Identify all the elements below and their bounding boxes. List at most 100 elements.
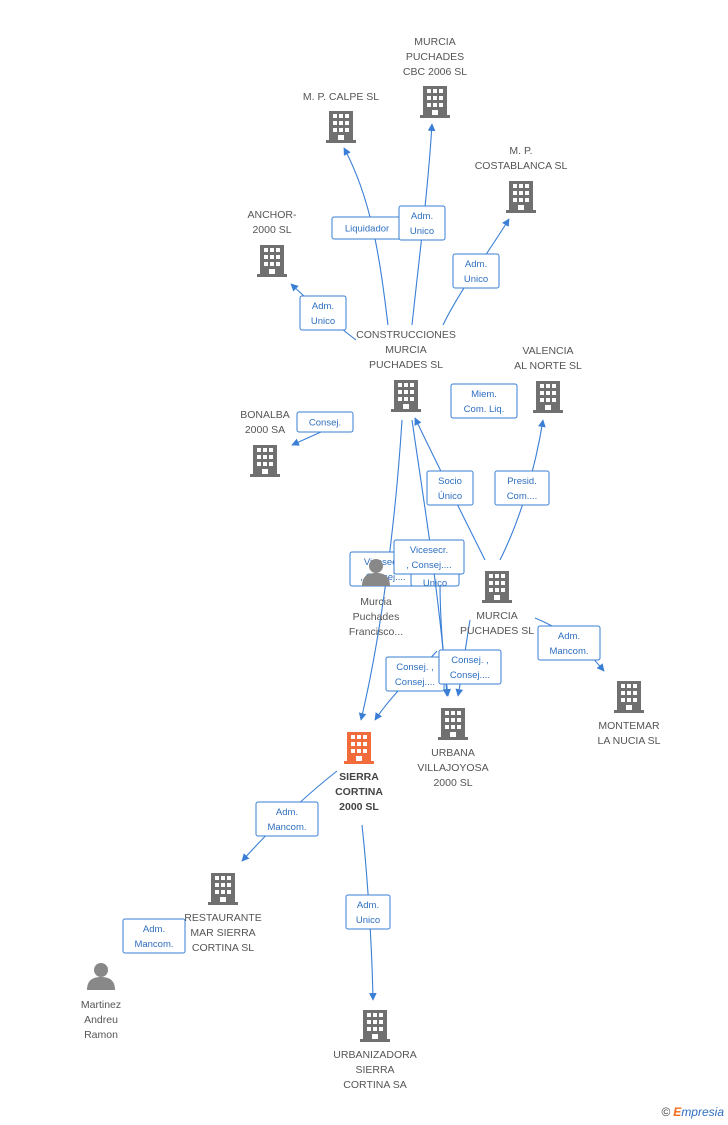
edge-label-box: [450, 383, 518, 419]
node-label: MURCIA: [476, 610, 517, 622]
edge-label-text: Com....: [507, 491, 538, 502]
edge-label-text: Liquidador: [345, 224, 389, 235]
edge-e16: Adm. Mancom.: [122, 918, 186, 954]
edge-label-text: Mancom.: [267, 822, 306, 833]
edge-e8: Presid.Com....: [494, 419, 550, 561]
node-mp-calpe[interactable]: M. P. CALPE SL: [303, 91, 379, 143]
edge-e3: Adm.Unico: [442, 218, 510, 326]
building-icon: [506, 181, 536, 213]
edge-label-box: [299, 295, 347, 331]
node-label: Francisco...: [349, 626, 403, 638]
edge-label-text: Consej....: [450, 670, 490, 681]
edge-label-text: Adm.: [143, 924, 165, 935]
node-label: Murcia: [360, 596, 392, 608]
edge-label-box: [426, 470, 474, 506]
edge-e17: Adm. Unico: [345, 824, 391, 1001]
node-label: LA NUCIA SL: [597, 735, 660, 747]
node-label: CORTINA SA: [343, 1079, 406, 1091]
edge-e11: Vicesecr. , Consej....: [393, 419, 465, 697]
edge-label-text: Adm.: [558, 631, 580, 642]
node-label: M. P. CALPE SL: [303, 91, 379, 103]
node-label: AL NORTE SL: [514, 360, 582, 372]
node-label: 2000 SL: [252, 224, 291, 236]
edge-label-box: [438, 649, 502, 685]
edge-e12: Adm.Mancom.: [534, 617, 605, 672]
edge-label-box: [537, 625, 601, 661]
edge-label-text: Vicesecr.: [410, 545, 448, 556]
edge-e4: Adm. Unico: [290, 283, 357, 341]
node-anchor[interactable]: ANCHOR-2000 SL: [248, 209, 298, 277]
edge-label-text: Consej.: [309, 418, 341, 429]
building-icon: [420, 86, 450, 118]
edge-label-text: Consej. ,: [451, 655, 489, 666]
edge-label-text: Consej. ,: [396, 662, 434, 673]
node-construcciones[interactable]: CONSTRUCCIONES MURCIA PUCHADES SL: [356, 329, 456, 412]
edge-label-text: Adm.: [276, 807, 298, 818]
node-label: CORTINA: [335, 786, 383, 798]
node-label: PUCHADES SL: [460, 625, 534, 637]
node-label: VILLAJOYOSA: [417, 762, 488, 774]
building-icon: [344, 732, 374, 764]
edge-label-text: , Consej....: [406, 560, 451, 571]
node-label: PUCHADES SL: [369, 359, 443, 371]
edge-label-text: Vicesecr.: [364, 557, 402, 568]
node-label: BONALBA: [240, 409, 290, 421]
edge-label-text: Mancom.: [134, 939, 173, 950]
node-label: CONSTRUCCIONES: [356, 329, 456, 341]
edge-e15: Adm. Mancom.: [241, 770, 338, 862]
edge-label-box: [393, 539, 465, 575]
node-label: 2000 SL: [339, 801, 379, 813]
edge-e1: Liquidador: [331, 147, 403, 326]
edge-e6: Miem. Com. Liq.: [450, 383, 518, 419]
edge-label-text: Miem.: [471, 389, 497, 400]
node-label: CBC 2006 SL: [403, 66, 467, 78]
node-label: M. P.: [509, 145, 532, 157]
edge-label-box: [452, 253, 500, 289]
edge-label-box: [398, 205, 446, 241]
node-valencia[interactable]: VALENCIA AL NORTE SL: [514, 345, 582, 413]
edge-label-text: Unico: [410, 226, 434, 237]
node-murcia-francisco[interactable]: MurciaPuchadesFrancisco...: [349, 559, 403, 638]
empresia-logo: ©Empresia: [661, 1105, 724, 1119]
node-label: 2000 SA: [245, 424, 285, 436]
person-icon: [87, 963, 115, 990]
edge-label-text: Unico: [311, 316, 335, 327]
node-label: MAR SIERRA: [190, 927, 255, 939]
node-label: MURCIA: [414, 36, 455, 48]
edge-label-text: Com. Liq.: [464, 404, 505, 415]
building-icon: [326, 111, 356, 143]
node-label: MONTEMAR: [598, 720, 660, 732]
edge-label-box: [345, 894, 391, 930]
node-bonalba[interactable]: BONALBA 2000 SA: [240, 409, 290, 477]
edge-label-text: Adm.: [465, 259, 487, 270]
node-label: SIERRA: [355, 1064, 394, 1076]
brand-name: mpresia: [681, 1105, 724, 1119]
edge-label-text: Unico: [356, 915, 380, 926]
building-icon: [208, 873, 238, 905]
edge-label-text: Adm.: [312, 301, 334, 312]
node-label: VALENCIA: [522, 345, 573, 357]
node-label: MURCIA: [385, 344, 426, 356]
edge-label-box: [122, 918, 186, 954]
copyright-symbol: ©: [661, 1105, 671, 1119]
building-icon: [482, 571, 512, 603]
node-label: URBANA: [431, 747, 475, 759]
edge-e5: Consej.: [291, 411, 354, 446]
node-montemar[interactable]: MONTEMAR LA NUCIA SL: [597, 681, 661, 747]
edge-e13: Consej. ,Consej....: [374, 650, 445, 721]
building-icon: [614, 681, 644, 713]
edge-label-box: [255, 801, 319, 837]
edge-label-text: Adm.: [357, 900, 379, 911]
building-icon: [360, 1010, 390, 1042]
node-label: COSTABLANCA SL: [475, 160, 568, 172]
node-murcia-puchades[interactable]: MURCIA PUCHADES SL: [460, 571, 534, 637]
node-mp-costablanca[interactable]: M. P. COSTABLANCA SL: [475, 145, 568, 213]
